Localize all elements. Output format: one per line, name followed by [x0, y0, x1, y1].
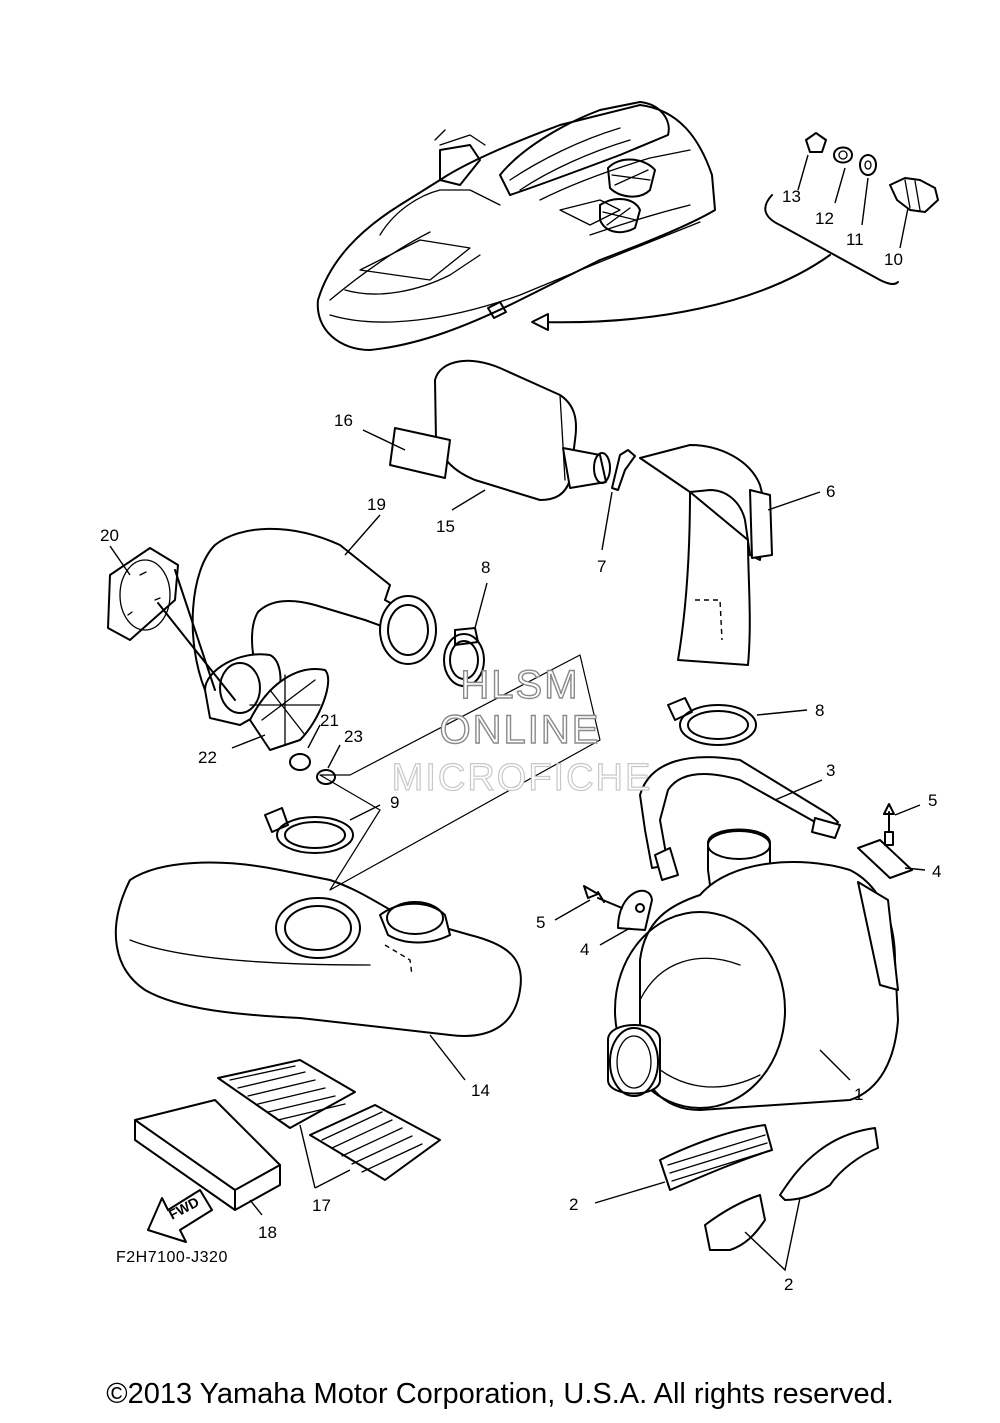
part-number-13: 13: [782, 187, 801, 206]
part-number-19: 19: [367, 495, 386, 514]
part-number-22: 22: [198, 748, 217, 767]
part-number-labels: 13 12 11 10 16 15 7 6 19 20 8 8 21 23 22…: [100, 187, 941, 1294]
muffler-assembly: [607, 756, 899, 1111]
part-number-1: 1: [854, 1085, 863, 1104]
watercraft-illustration: [316, 101, 716, 351]
part-number-11: 11: [846, 230, 864, 249]
heat-shields: [659, 1124, 879, 1251]
copyright-notice: ©2013 Yamaha Motor Corporation, U.S.A. A…: [106, 1378, 894, 1410]
part-number-20: 20: [100, 526, 119, 545]
part-number-8-top: 8: [481, 558, 490, 577]
air-box-assembly: [389, 359, 773, 666]
watermark-line3: MICROFICHE: [392, 757, 653, 799]
water-lock-box: [114, 861, 522, 1037]
part-number-5-left: 5: [536, 913, 545, 932]
drain-plug-assembly: [531, 132, 939, 331]
part-number-15: 15: [436, 517, 455, 536]
part-number-10: 10: [884, 250, 903, 269]
part-number-7: 7: [597, 557, 606, 576]
part-number-12: 12: [815, 209, 834, 228]
part-number-17: 17: [312, 1196, 331, 1215]
part-number-2-left: 2: [569, 1195, 578, 1214]
watermark-line2: ONLINE: [440, 708, 601, 752]
watermark-line1: HLSM: [460, 663, 579, 707]
diagram-code: F2H7100-J320: [116, 1249, 228, 1266]
part-number-9: 9: [390, 793, 399, 812]
part-number-23: 23: [344, 727, 363, 746]
watermark: HLSM ONLINE MICROFICHE: [319, 654, 653, 891]
part-number-16: 16: [334, 411, 353, 430]
insulation-pads: [134, 1059, 441, 1211]
part-number-8-right: 8: [815, 701, 824, 720]
leader-lines: [109, 154, 926, 1272]
part-number-2-bottom: 2: [784, 1275, 793, 1294]
exhaust-pipe-assembly: [107, 527, 485, 785]
part-number-4-right: 4: [932, 862, 941, 881]
part-number-14: 14: [471, 1081, 490, 1100]
part-number-21: 21: [320, 711, 339, 730]
part-number-4-left: 4: [580, 940, 589, 959]
bracket-rivets: [583, 803, 913, 931]
part-number-5-right: 5: [928, 791, 937, 810]
part-number-18: 18: [258, 1223, 277, 1242]
hose-clamps: [264, 697, 757, 854]
fwd-arrow-icon: FWD: [147, 1189, 213, 1243]
part-number-3: 3: [826, 761, 835, 780]
part-number-6-top: 6: [826, 482, 835, 501]
